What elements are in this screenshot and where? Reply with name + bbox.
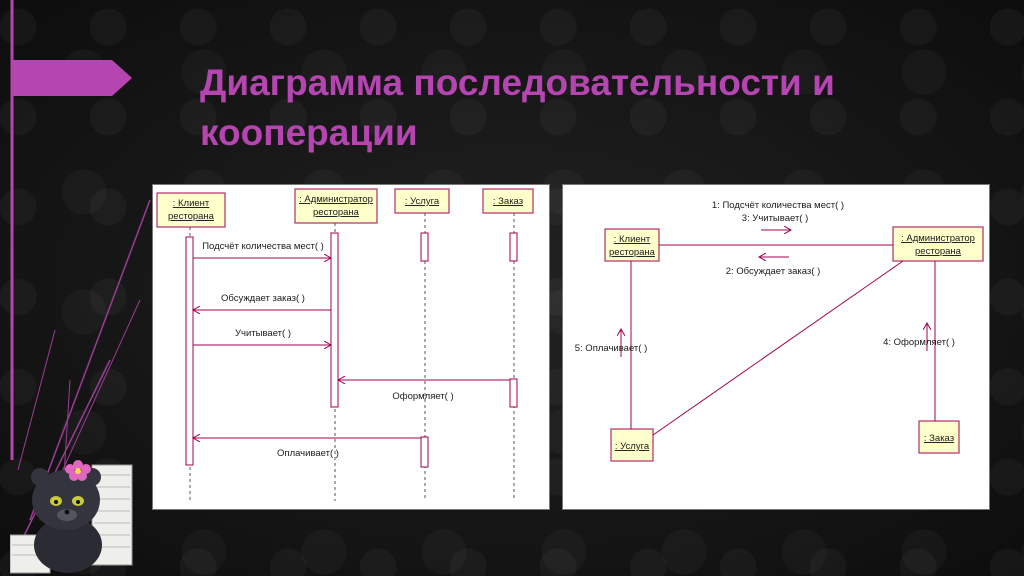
svg-text:: Заказ: : Заказ (924, 433, 954, 444)
svg-text:4: Оформляет( ): 4: Оформляет( ) (883, 337, 955, 348)
sequence-diagram: : Клиент ресторана : Администратор ресто… (152, 184, 550, 510)
svg-text:ресторана: ресторана (168, 211, 215, 222)
title-arrow-shape (12, 60, 132, 96)
svg-text:5: Оплачивает( ): 5: Оплачивает( ) (575, 343, 647, 354)
svg-text:: Администратор: : Администратор (299, 194, 373, 205)
seq-message-3: Учитывает( ) (193, 328, 331, 345)
collab-object-client: : Клиент ресторана (604, 228, 660, 262)
collab-links (630, 244, 936, 436)
svg-text:3: Учитывает( ): 3: Учитывает( ) (742, 213, 809, 224)
svg-text:2: Обсуждает заказ( ): 2: Обсуждает заказ( ) (726, 266, 821, 277)
collab-object-service: : Услуга (610, 428, 654, 462)
svg-text:Учитывает( ): Учитывает( ) (235, 328, 291, 339)
svg-text:ресторана: ресторана (915, 246, 962, 257)
collab-message-5: 5: Оплачивает( ) (575, 329, 647, 357)
slide-title: Диаграмма последовательности и коопераци… (200, 62, 835, 153)
seq-object-client: : Клиент ресторана (156, 192, 226, 228)
seq-lifelines (189, 213, 515, 501)
seq-message-4: Оформляет( ) (338, 380, 510, 402)
seq-object-service: : Услуга (394, 188, 450, 214)
decorative-lines (10, 0, 151, 541)
svg-text:Обсуждает заказ( ): Обсуждает заказ( ) (221, 293, 305, 304)
svg-text:1: Подсчёт количества мест( ): 1: Подсчёт количества мест( ) (712, 200, 844, 211)
panther-mascot-illustration (10, 460, 133, 574)
svg-text:Оформляет( ): Оформляет( ) (392, 391, 453, 402)
flower-icon (65, 460, 91, 481)
svg-text:ресторана: ресторана (609, 247, 656, 258)
svg-text:: Клиент: : Клиент (173, 198, 210, 209)
svg-text:ресторана: ресторана (313, 207, 360, 218)
seq-object-order: : Заказ (482, 188, 534, 214)
svg-text:: Услуга: : Услуга (405, 196, 440, 207)
svg-text:: Клиент: : Клиент (614, 234, 651, 245)
collab-message-4: 4: Оформляет( ) (883, 323, 955, 351)
svg-text:: Администратор: : Администратор (901, 233, 975, 244)
collab-message-1: 1: Подсчёт количества мест( ) (712, 200, 844, 211)
collab-message-3: 3: Учитывает( ) (742, 213, 809, 230)
svg-text:: Услуга: : Услуга (615, 441, 650, 452)
panther-icon (31, 468, 102, 573)
seq-activations (185, 232, 518, 468)
svg-text:Оплачивает( ): Оплачивает( ) (277, 448, 339, 459)
seq-message-5: Оплачивает( ) (193, 438, 421, 459)
collab-object-admin: : Администратор ресторана (892, 226, 984, 262)
svg-text:: Заказ: : Заказ (493, 196, 523, 207)
collaboration-diagram: : Клиент ресторана : Администратор ресто… (562, 184, 990, 510)
seq-message-1: Подсчёт количества мест( ) (193, 241, 331, 258)
svg-text:Подсчёт количества мест( ): Подсчёт количества мест( ) (202, 241, 324, 252)
seq-message-2: Обсуждает заказ( ) (193, 293, 331, 310)
collab-object-order: : Заказ (918, 420, 960, 454)
collab-message-2: 2: Обсуждает заказ( ) (726, 257, 821, 277)
seq-object-admin: : Администратор ресторана (294, 188, 378, 224)
